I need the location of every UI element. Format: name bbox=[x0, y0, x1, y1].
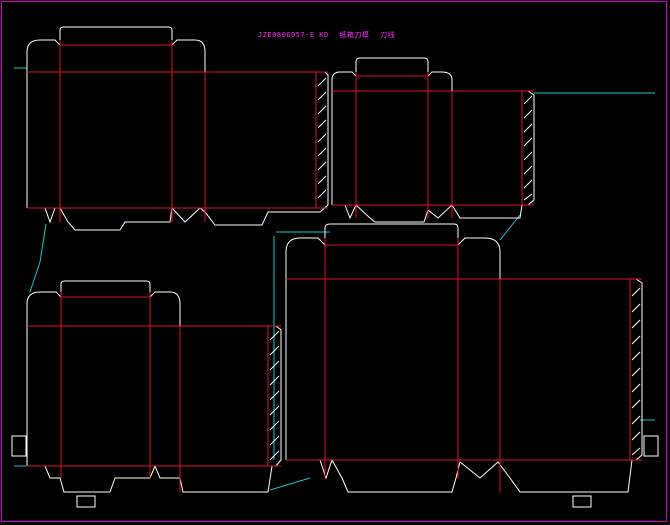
title-note-1: 纸箱刀模 bbox=[339, 31, 370, 39]
register-mark-bottom-right bbox=[572, 495, 592, 508]
register-mark-bottom-left bbox=[76, 495, 96, 508]
box-4-dieline bbox=[285, 223, 659, 508]
bridge-lines bbox=[14, 67, 655, 491]
box-2-dieline bbox=[331, 57, 535, 223]
drawing-title: JZE0806057-E KD 纸箱刀模 刀线 bbox=[258, 30, 401, 40]
box-3-glue-hatch bbox=[269, 330, 280, 461]
title-note-2: 刀线 bbox=[380, 31, 396, 39]
register-mark-left bbox=[11, 435, 27, 457]
box-4-glue-hatch bbox=[631, 287, 641, 456]
title-code: JZE0806057-E KD bbox=[258, 31, 329, 39]
box-2-glue-hatch bbox=[523, 95, 533, 201]
box-3-dieline bbox=[11, 280, 282, 508]
box-1-dieline bbox=[26, 26, 329, 231]
box-1-glue-hatch bbox=[317, 77, 327, 199]
register-mark-right bbox=[643, 435, 659, 457]
